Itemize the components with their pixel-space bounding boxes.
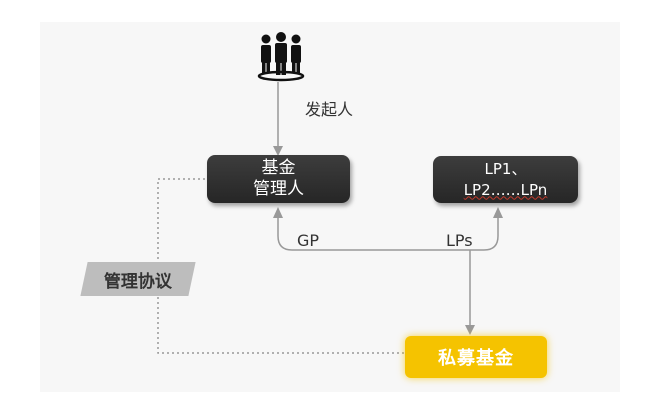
agreement-dotted-loop bbox=[157, 178, 405, 354]
fund-manager-node: 基金 管理人 bbox=[207, 155, 350, 203]
fund-manager-line1: 基金 bbox=[261, 158, 296, 178]
management-agreement-label: 管理协议 bbox=[104, 271, 172, 292]
private-fund-node: 私募基金 bbox=[405, 336, 547, 378]
limited-partners-line2: LP2……LPn bbox=[463, 180, 548, 199]
people-group-icon bbox=[257, 32, 305, 82]
lps-edge-label: LPs bbox=[446, 231, 473, 250]
management-agreement-tag: 管理协议 bbox=[80, 262, 196, 296]
fund-manager-line2: 管理人 bbox=[253, 179, 304, 199]
limited-partners-line1: LP1、 bbox=[484, 159, 527, 178]
sponsor-label: 发起人 bbox=[305, 100, 354, 119]
diagram-background bbox=[40, 22, 620, 392]
gp-arrowhead bbox=[273, 207, 283, 218]
lps-arrowhead bbox=[493, 207, 503, 218]
gp-edge-label: GP bbox=[297, 231, 320, 250]
limited-partners-node: LP1、 LP2……LPn bbox=[433, 156, 578, 203]
gp-lp-bracket bbox=[277, 217, 499, 251]
